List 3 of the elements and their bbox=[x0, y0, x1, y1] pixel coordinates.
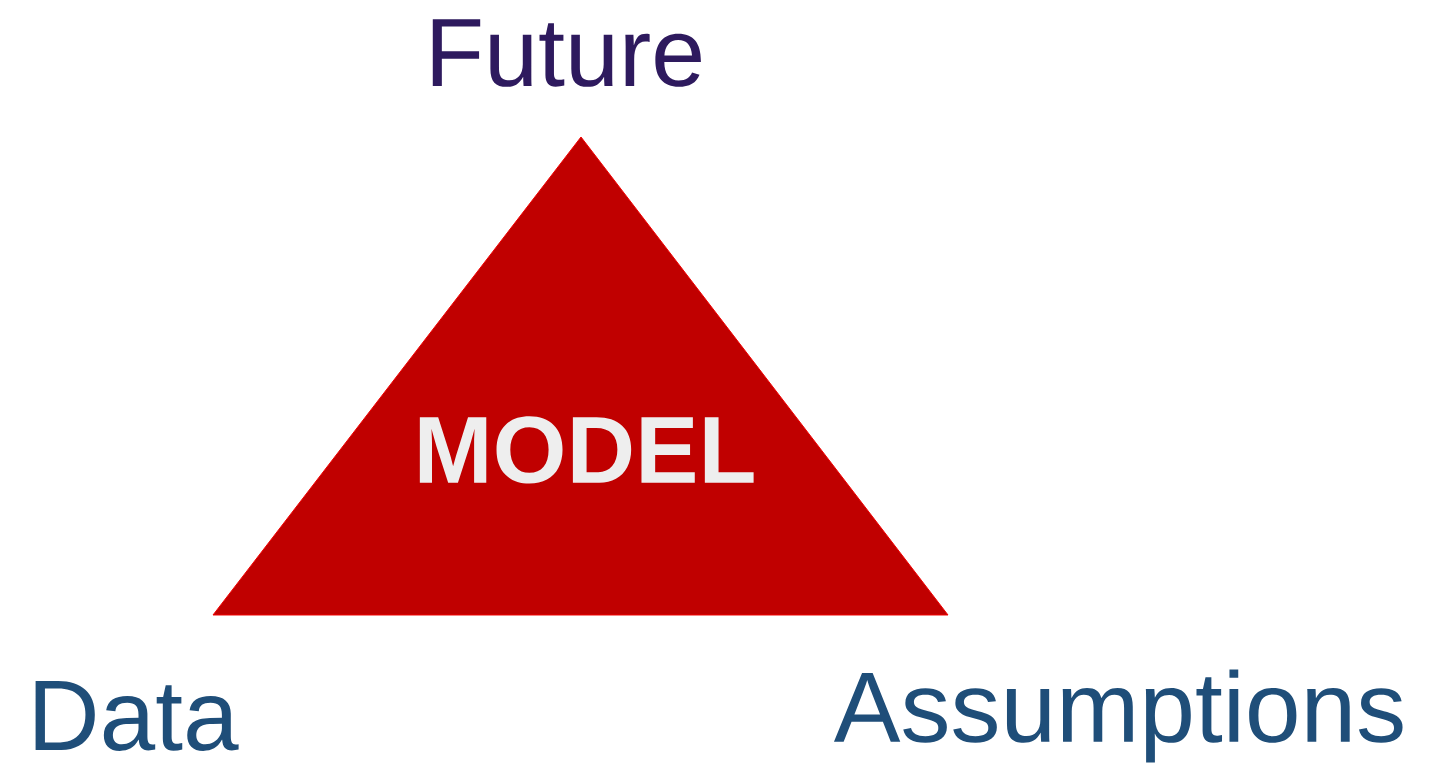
corner-label: Data bbox=[35, 681, 239, 751]
corner-label: Assumptions bbox=[833, 669, 1403, 763]
triangle: MODEL bbox=[212, 136, 949, 616]
